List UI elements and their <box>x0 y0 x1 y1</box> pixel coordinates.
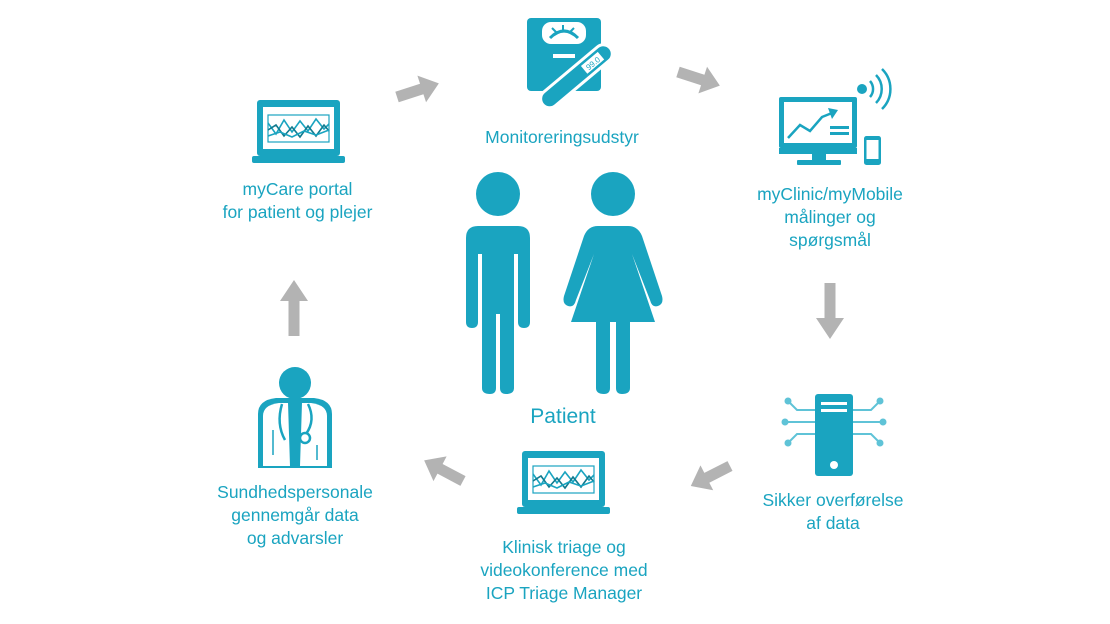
monitor-phone-icon <box>779 68 892 165</box>
center-label-text: Patient <box>530 405 596 428</box>
node-label-triage: Klinisk triage og videokonference med IC… <box>449 536 679 605</box>
flow-arrow-triage-to-health <box>424 456 466 486</box>
server-icon <box>781 394 887 476</box>
doctor-icon <box>258 367 332 468</box>
node-label-line: for patient og plejer <box>222 202 373 222</box>
flow-arrow-health-to-mycare <box>280 280 308 336</box>
node-label-line: videokonference med <box>480 560 648 580</box>
center-label-patient: Patient <box>513 404 613 430</box>
node-label-line: og advarsler <box>246 528 344 548</box>
node-label-mycare: myCare portal for patient og plejer <box>185 178 410 224</box>
node-label-monitoring: Monitoreringsudstyr <box>462 126 662 149</box>
laptop-chart-icon <box>252 100 345 163</box>
flow-arrow-monitoring-to-myclinic <box>676 66 720 94</box>
node-label-line: Klinisk triage og <box>502 537 626 557</box>
node-label-line: Sundhedspersonale <box>217 482 373 502</box>
flow-arrow-myclinic-to-secure <box>816 283 844 339</box>
flow-arrow-mycare-to-monitoring <box>395 75 439 103</box>
node-label-line: Sikker overførelse <box>762 490 904 510</box>
node-label-line: spørgsmål <box>789 230 871 250</box>
node-label-line: myCare portal <box>242 179 353 199</box>
laptop-chart-icon <box>517 451 610 514</box>
node-label-line: gennemgår data <box>231 505 359 525</box>
node-label-line: ICP Triage Manager <box>485 583 643 603</box>
flow-arrow-secure-to-triage <box>690 461 733 491</box>
node-label-line: målinger og <box>784 207 876 227</box>
scale-thermometer-icon: 99.0 <box>527 18 614 110</box>
node-label-line: af data <box>806 513 860 533</box>
patient-couple-icon <box>466 172 663 394</box>
node-label-health: Sundhedspersonale gennemgår data og adva… <box>185 481 405 550</box>
node-label-secure: Sikker overførelse af data <box>733 489 933 535</box>
node-label-myclinic: myClinic/myMobile målinger og spørgsmål <box>730 183 930 252</box>
node-label-line: Monitoreringsudstyr <box>485 127 639 147</box>
node-label-line: myClinic/myMobile <box>757 184 903 204</box>
